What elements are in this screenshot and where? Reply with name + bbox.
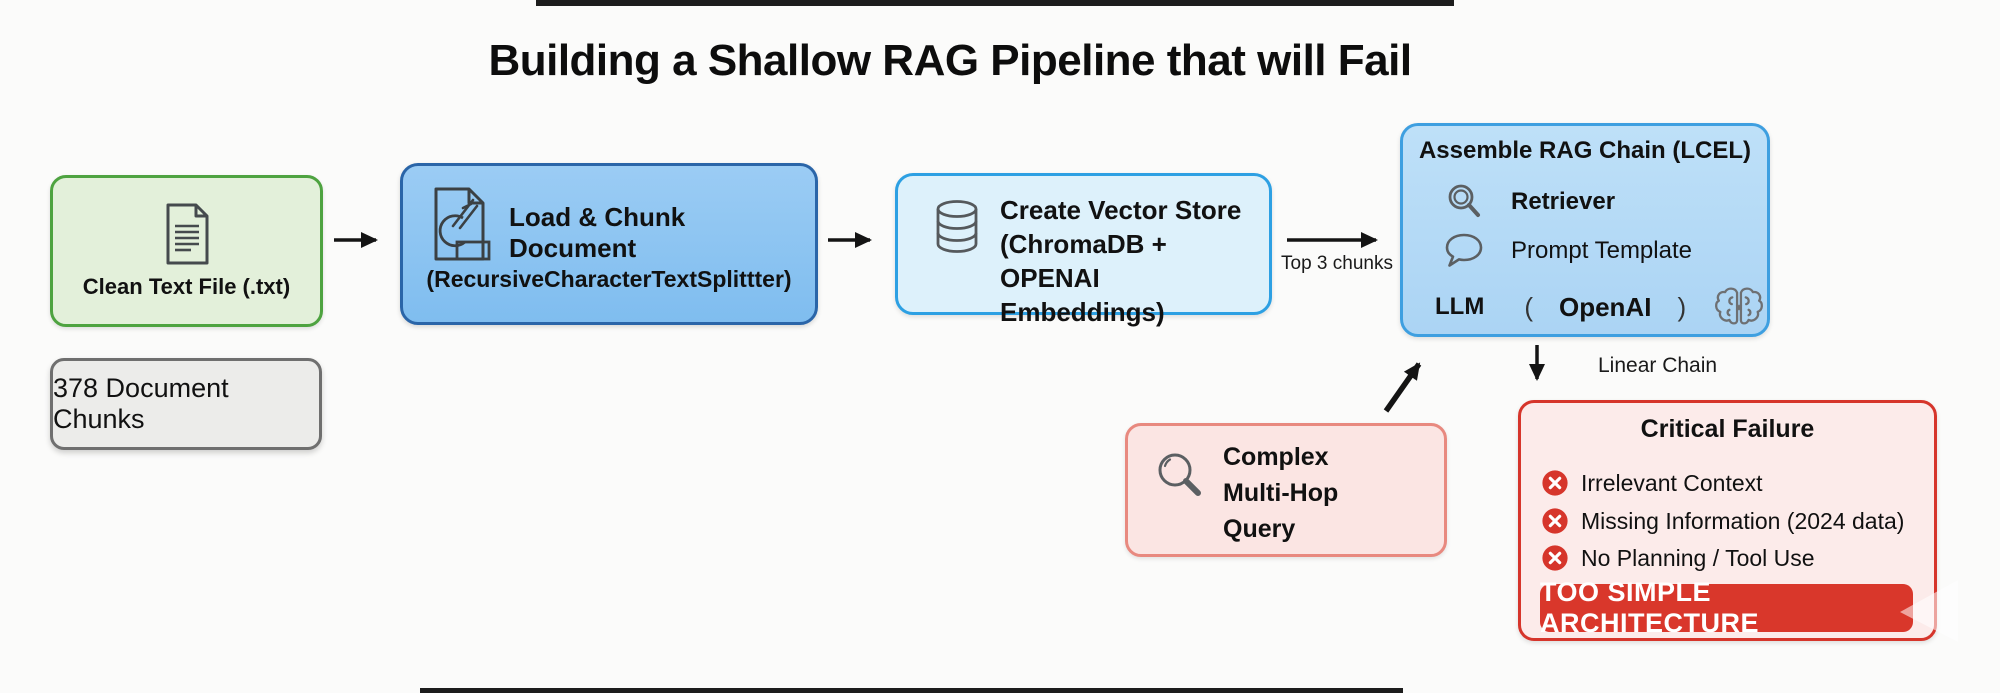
node-critical-failure: Critical Failure Irrelevant Context Miss…: [1518, 400, 1937, 641]
llm-label: LLM: [1435, 293, 1485, 320]
node-assemble-rag-chain: Assemble RAG Chain (LCEL) Retriever Prom…: [1400, 123, 1770, 337]
complex-query-line2: Multi-Hop: [1223, 479, 1339, 507]
too-simple-architecture-banner: TOO SIMPLE ARCHITECTURE: [1540, 577, 1913, 638]
complex-query-line3: Query: [1223, 515, 1296, 543]
node-clean-text-file: Clean Text File (.txt): [50, 175, 323, 327]
paren-open: (: [1524, 291, 1533, 322]
prompt-template-label: Prompt Template: [1511, 237, 1692, 264]
failure-item-label: No Planning / Tool Use: [1581, 544, 1815, 571]
load-chunk-title: Load & Chunk Document: [509, 202, 686, 263]
vector-store-line3: Embeddings): [1000, 297, 1165, 327]
load-chunk-subtitle: (RecursiveCharacterTextSplittter): [426, 266, 792, 292]
brain-icon: [1712, 284, 1766, 330]
letterbox-top-bar: [536, 0, 1454, 6]
critical-failure-title: Critical Failure: [1640, 415, 1815, 443]
database-icon: [931, 198, 983, 256]
failure-item: No Planning / Tool Use: [1541, 544, 1815, 572]
llm-model-label: OpenAI: [1558, 291, 1652, 322]
vector-store-line1: Create Vector Store: [1000, 195, 1242, 225]
cross-circle-icon: [1541, 544, 1569, 572]
retriever-label: Retriever: [1511, 188, 1616, 215]
cross-circle-icon: [1541, 469, 1569, 497]
cross-circle-icon: [1541, 507, 1569, 535]
edge-label-top-3-chunks: Top 3 chunks: [1281, 253, 1393, 274]
arrow-query-to-assemble: [1383, 362, 1422, 413]
failure-item-label: Missing Information (2024 data): [1581, 507, 1905, 534]
document-icon: [161, 202, 213, 266]
failure-item: Irrelevant Context: [1541, 469, 1763, 497]
node-load-chunk: Load & Chunk Document (RecursiveCharacte…: [400, 163, 818, 325]
failure-item-label: Irrelevant Context: [1581, 469, 1763, 496]
query-magnifier-icon: [1153, 449, 1209, 505]
paren-close: ): [1677, 291, 1687, 322]
magnifier-icon: [1445, 182, 1485, 222]
retriever-row: Retriever: [1445, 182, 1615, 222]
vector-store-label: Create Vector Store (ChromaDB + OPENAI E…: [1000, 193, 1269, 329]
node-complex-query: Complex Multi-Hop Query: [1125, 423, 1447, 557]
complex-query-line1: Complex: [1223, 443, 1329, 471]
chunk-document-icon: [427, 184, 493, 288]
llm-row: LLM ( OpenAI ): [1435, 284, 1766, 330]
prompt-template-row: Prompt Template: [1443, 232, 1692, 270]
failure-item: Missing Information (2024 data): [1541, 507, 1904, 535]
letterbox-bottom-bar: [420, 688, 1403, 693]
clean-text-file-label: Clean Text File (.txt): [82, 274, 291, 299]
assemble-chain-title: Assemble RAG Chain (LCEL): [1418, 137, 1752, 164]
page-title: Building a Shallow RAG Pipeline that wil…: [488, 36, 1412, 85]
complex-query-label: Complex Multi-Hop Query: [1223, 439, 1338, 547]
edge-label-linear-chain: Linear Chain: [1598, 354, 1718, 377]
vector-store-line2: (ChromaDB + OPENAI: [1000, 229, 1167, 293]
node-document-chunks: 378 Document Chunks: [50, 358, 322, 450]
speech-bubble-icon: [1443, 232, 1485, 270]
document-chunks-label: 378 Document Chunks: [53, 373, 229, 434]
node-vector-store: Create Vector Store (ChromaDB + OPENAI E…: [895, 173, 1272, 327]
